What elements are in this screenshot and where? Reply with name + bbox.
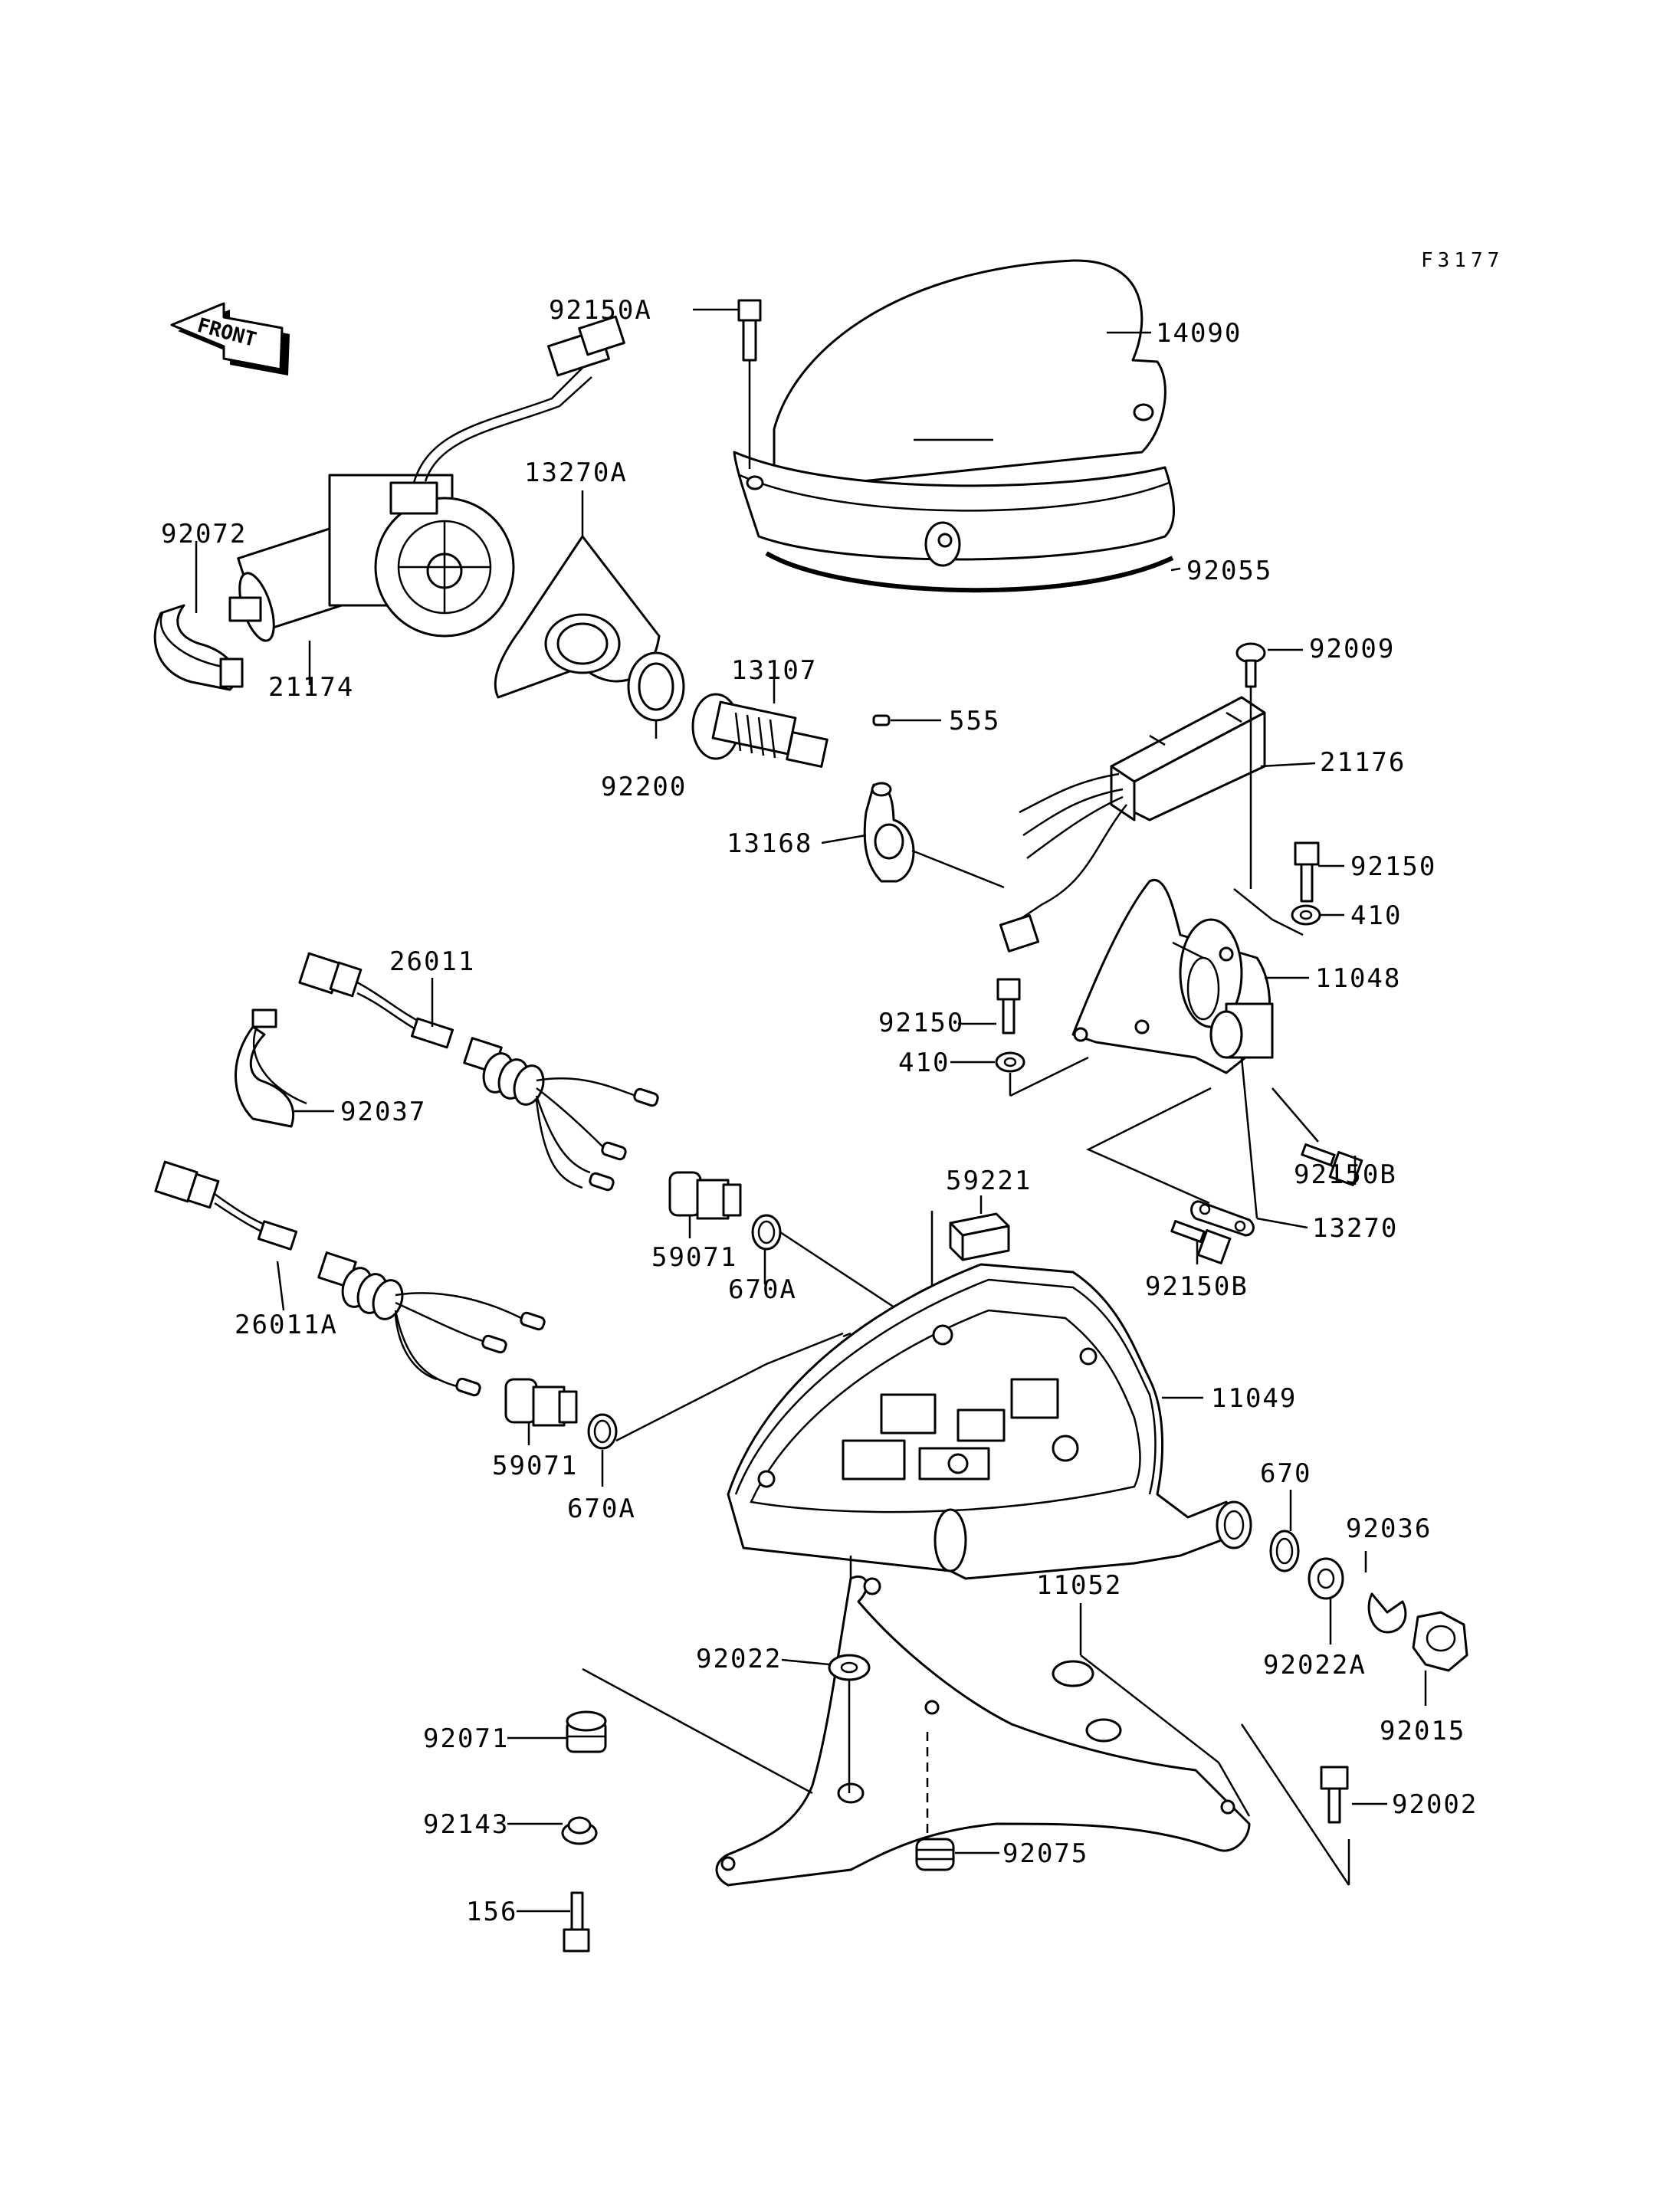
label-11048: 11048 — [1315, 963, 1401, 994]
label-92022A: 92022A — [1263, 1650, 1367, 1681]
ring-670A-bottom-inner — [593, 1419, 612, 1444]
connector-59071-bottom — [504, 1378, 578, 1445]
grommet-92071 — [566, 1710, 607, 1753]
nut-92015 — [1412, 1611, 1468, 1672]
shaft-13107 — [691, 693, 829, 768]
bolt-92150-right — [1291, 841, 1321, 926]
link-670A-top — [779, 1231, 897, 1310]
label-410-right: 410 — [1350, 900, 1402, 931]
label-92022: 92022 — [696, 1644, 782, 1674]
tie-92037 — [235, 1008, 307, 1128]
bolt-92150-left — [995, 978, 1089, 1097]
washer-92036 — [1367, 1592, 1407, 1634]
ring-670A-bottom — [587, 1413, 618, 1450]
label-11052: 11052 — [1036, 1570, 1122, 1601]
label-92072: 92072 — [161, 519, 247, 549]
screw-92009 — [1235, 642, 1266, 889]
gasket-13270A — [494, 535, 661, 699]
label-92002: 92002 — [1392, 1789, 1478, 1820]
part-labels: 92150A 14090 92055 13270A 92072 21174 13… — [161, 295, 1478, 1927]
ring-670 — [1269, 1530, 1300, 1572]
label-13168: 13168 — [727, 828, 812, 859]
washer-92022 — [828, 1654, 871, 1793]
label-156: 156 — [466, 1897, 517, 1927]
label-92143: 92143 — [423, 1809, 509, 1840]
label-92150B-left: 92150B — [1145, 1271, 1249, 1302]
pin-555 — [872, 714, 891, 726]
label-13270: 13270 — [1312, 1213, 1398, 1244]
label-92037: 92037 — [340, 1097, 426, 1127]
controller-21176 — [999, 696, 1316, 953]
bolt-92002 — [1320, 1766, 1349, 1824]
connector-59071-top — [668, 1171, 742, 1238]
figure-code: F3177 — [1421, 249, 1504, 272]
label-13270A: 13270A — [524, 457, 628, 488]
label-670A-bottom: 670A — [567, 1494, 636, 1524]
label-21176: 21176 — [1320, 747, 1406, 778]
harness-26011A — [154, 1160, 546, 1397]
collar-92143 — [561, 1816, 598, 1845]
washer-92022A-inner — [1317, 1568, 1335, 1589]
label-92150-left: 92150 — [878, 1008, 964, 1038]
plate-11052 — [582, 1556, 1350, 1887]
harness-26011 — [298, 952, 659, 1192]
label-92015: 92015 — [1380, 1716, 1465, 1746]
ring-670-inner — [1275, 1537, 1294, 1565]
cover-14090 — [733, 259, 1175, 593]
label-92150-right: 92150 — [1350, 851, 1436, 882]
label-670: 670 — [1260, 1458, 1311, 1489]
tie-92072 — [153, 604, 244, 691]
label-92036: 92036 — [1346, 1513, 1432, 1544]
bolt-92150B-right — [1271, 1087, 1363, 1186]
label-92200: 92200 — [601, 772, 687, 802]
arm-13168 — [863, 782, 1005, 889]
label-92150A: 92150A — [549, 295, 652, 326]
motor-21174 — [228, 315, 625, 642]
housing-11049 — [727, 1263, 1252, 1580]
frame-link-line — [1086, 1087, 1212, 1205]
label-555: 555 — [949, 706, 1000, 736]
label-92071: 92071 — [423, 1723, 509, 1754]
label-13107: 13107 — [731, 655, 817, 686]
ring-670A-top — [751, 1214, 782, 1251]
ring-670A-top-inner — [757, 1220, 776, 1244]
label-92009: 92009 — [1309, 634, 1395, 664]
label-92055: 92055 — [1186, 556, 1272, 586]
ring-92200-inner — [638, 662, 674, 711]
leader-lines — [195, 308, 1427, 1913]
label-21174: 21174 — [268, 672, 354, 703]
label-59071-bottom: 59071 — [492, 1451, 578, 1481]
label-26011: 26011 — [389, 946, 475, 977]
damper-92075 — [915, 1732, 955, 1871]
label-26011A: 26011A — [235, 1310, 338, 1340]
label-92150B-right: 92150B — [1294, 1159, 1397, 1190]
link-670A-bottom — [615, 1332, 844, 1442]
label-410-left: 410 — [898, 1048, 950, 1078]
washer-92022A — [1308, 1557, 1344, 1600]
bolt-92150A — [737, 299, 762, 469]
bolt-92150B-left — [1170, 1220, 1232, 1264]
label-59071-top: 59071 — [651, 1242, 737, 1273]
front-arrow-icon: FRONT — [170, 302, 290, 375]
label-670A-top: 670A — [728, 1274, 797, 1305]
bracket-11048 — [1071, 878, 1304, 1074]
label-14090: 14090 — [1156, 318, 1242, 349]
label-11049: 11049 — [1211, 1383, 1297, 1414]
bolt-156 — [563, 1891, 590, 1953]
plate-13270 — [1190, 1057, 1308, 1237]
label-59221: 59221 — [946, 1166, 1032, 1196]
label-92075: 92075 — [1002, 1838, 1088, 1869]
